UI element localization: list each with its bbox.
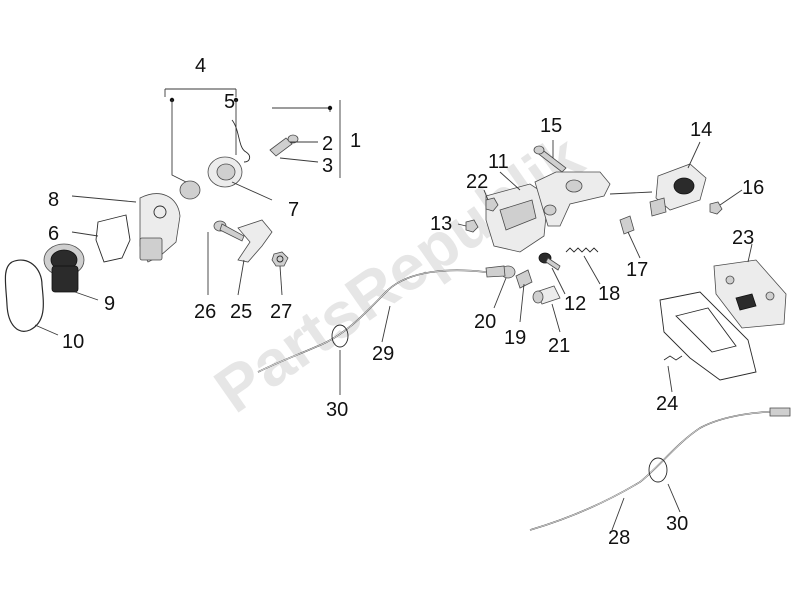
label-4: 4 [195,55,206,77]
label-22: 22 [466,171,488,193]
label-23: 23 [732,227,754,249]
label-29: 29 [372,343,394,365]
label-19: 19 [504,327,526,349]
part-7-rotor [207,156,243,188]
label-3: 3 [322,155,333,177]
label-18: 18 [598,283,620,305]
label-30-upper: 30 [326,399,348,421]
label-1: 1 [350,130,361,152]
label-5: 5 [224,91,235,113]
part-30-clip-lower [648,457,668,483]
label-28: 28 [608,527,630,549]
label-20: 20 [474,311,496,333]
cable-leaders [339,305,681,531]
label-15: 15 [540,115,562,137]
part-19-clip [515,269,533,289]
label-14: 14 [690,119,712,141]
label-21: 21 [548,335,570,357]
label-10: 10 [62,331,84,353]
part-24-bracket [659,291,757,381]
part-18-spring [565,247,599,253]
centre-leaders [457,140,753,393]
label-26: 26 [194,301,216,323]
part-27-nut [271,251,289,267]
label-17: 17 [626,259,648,281]
part-13-nut [465,219,479,233]
part-23-striker [713,259,787,329]
part-6-gasket [95,214,131,263]
left-leaders [34,88,341,336]
part-10-cover [4,259,44,332]
part-labels: 4 5 1 2 3 7 8 6 9 10 26 25 27 15 11 22 1… [48,55,764,549]
label-30-lower: 30 [666,513,688,535]
part-16-nut [709,201,723,215]
label-6: 6 [48,223,59,245]
part-2-screw [269,134,299,157]
label-12: 12 [564,293,586,315]
part-cam [179,180,201,200]
label-25: 25 [230,301,252,323]
part-17-fitting [619,215,635,235]
part-25-lever [237,219,273,263]
part-12-screw [538,252,561,271]
part-21-pin [532,285,561,305]
part-9-lock-barrel [43,243,85,293]
part-8-lock-housing [139,193,181,263]
part-11-latch-housing [485,171,611,253]
watermark-text: PartsRepublik [202,120,596,426]
label-16: 16 [742,177,764,199]
label-8: 8 [48,189,59,211]
part-14-actuator [649,163,707,217]
label-24: 24 [656,393,678,415]
part-22-nut [485,197,499,212]
label-7: 7 [288,199,299,221]
part-15-bolt [533,145,567,173]
part-30-clip-upper [331,324,349,348]
label-13: 13 [430,213,452,235]
part-26-bolt [213,220,245,242]
label-11: 11 [488,151,509,173]
part-5-spring [231,119,251,163]
part-28-cable [529,407,791,531]
label-9: 9 [104,293,115,315]
part-29-cable [257,265,506,373]
label-27: 27 [270,301,292,323]
label-2: 2 [322,133,333,155]
